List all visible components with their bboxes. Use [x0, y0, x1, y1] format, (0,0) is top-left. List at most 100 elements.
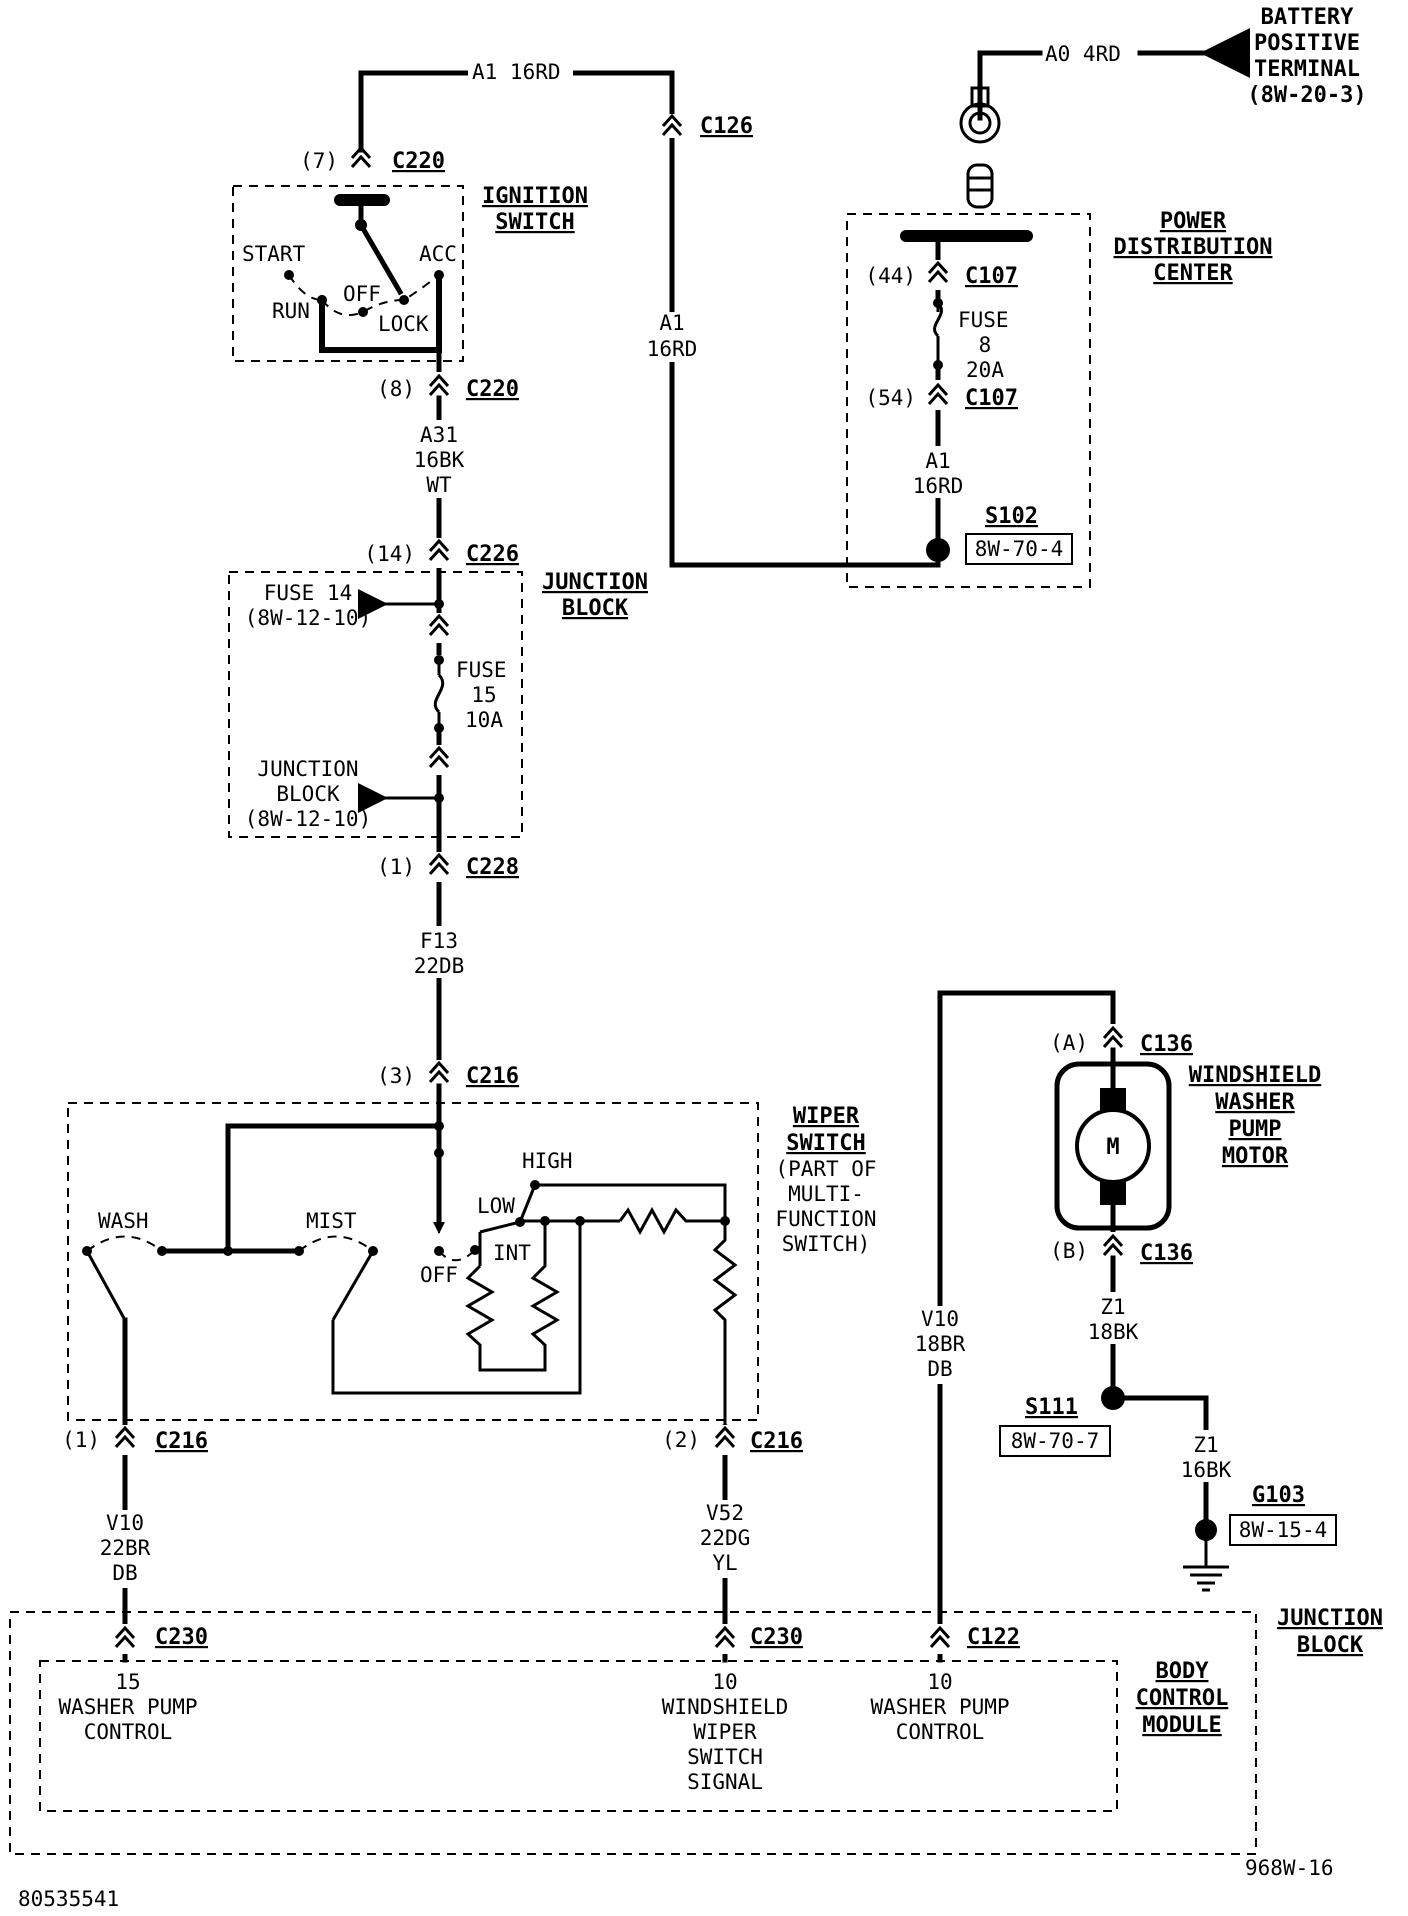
- svg-text:CENTER: CENTER: [1153, 261, 1233, 286]
- svg-text:RUN: RUN: [272, 299, 310, 323]
- battery-feed: A0 4RD BATTERY POSITIVE TERMINAL (8W-20-…: [959, 5, 1367, 209]
- power-distribution-center: (44) C107 FUSE 8 20A (54) C107 A1 16RD S…: [846, 209, 1273, 588]
- svg-text:(8): (8): [377, 377, 415, 401]
- svg-text:TERMINAL: TERMINAL: [1254, 57, 1360, 82]
- svg-text:(44): (44): [865, 264, 916, 288]
- svg-text:IGNITION: IGNITION: [482, 184, 588, 209]
- svg-text:(A): (A): [1050, 1031, 1088, 1055]
- svg-text:A31: A31: [420, 423, 458, 447]
- svg-text:DB: DB: [112, 1561, 137, 1585]
- connector-c230-left: C230: [155, 1625, 208, 1650]
- svg-text:16BK: 16BK: [1181, 1458, 1232, 1482]
- junction-block-fuses: FUSE 14 (8W-12-10) FUSE 15 10A JUNCTION …: [228, 570, 648, 1090]
- fuse-14-label: FUSE 14: [264, 581, 353, 605]
- svg-text:(2): (2): [662, 1428, 700, 1452]
- svg-text:A1: A1: [925, 449, 950, 473]
- svg-text:(3): (3): [377, 1064, 415, 1088]
- svg-text:S111: S111: [1025, 1395, 1078, 1420]
- int-label: INT: [493, 1241, 531, 1265]
- connector-c220-top: C220: [392, 149, 445, 174]
- washer-pump-motor: (A) C136 M (B) C136 WINDSHIELD WASHER PU…: [999, 1024, 1337, 1592]
- svg-text:MULTI-: MULTI-: [788, 1182, 864, 1206]
- svg-text:WASHER PUMP: WASHER PUMP: [870, 1695, 1009, 1719]
- svg-text:(8W-20-3): (8W-20-3): [1247, 83, 1366, 108]
- svg-text:SIGNAL: SIGNAL: [687, 1770, 763, 1794]
- main-feed: A31 16BK WT (14) C226: [364, 395, 519, 1063]
- fuse-8-label: FUSE: [958, 308, 1009, 332]
- svg-text:V10: V10: [106, 1511, 144, 1535]
- svg-text:WT: WT: [426, 473, 452, 497]
- svg-text:OFF: OFF: [343, 282, 381, 306]
- svg-text:LOCK: LOCK: [378, 312, 429, 336]
- svg-text:22DG: 22DG: [700, 1526, 751, 1550]
- wiper-switch: WASH MIST OFF LOW HIGH INT WIPER SWITCH …: [67, 1083, 877, 1430]
- svg-text:8W-70-7: 8W-70-7: [1011, 1429, 1100, 1453]
- svg-text:CONTROL: CONTROL: [896, 1720, 985, 1744]
- off-label: OFF: [420, 1263, 458, 1287]
- wire-v10-right: V10 18BR DB: [910, 990, 1116, 1663]
- body-control-module: C230 C230 C122 15 WASHER PUMP CONTROL 10…: [9, 1606, 1383, 1855]
- svg-text:(54): (54): [865, 386, 916, 410]
- svg-text:WINDSHIELD: WINDSHIELD: [662, 1695, 788, 1719]
- low-label: LOW: [477, 1194, 515, 1218]
- svg-text:YL: YL: [712, 1551, 737, 1575]
- svg-text:CONTROL: CONTROL: [84, 1720, 173, 1744]
- svg-text:F13: F13: [420, 929, 458, 953]
- svg-text:8W-70-4: 8W-70-4: [975, 537, 1064, 561]
- svg-text:A1: A1: [659, 311, 684, 335]
- svg-text:START: START: [242, 242, 306, 266]
- svg-text:Z1: Z1: [1193, 1433, 1218, 1457]
- svg-text:BATTERY: BATTERY: [1261, 5, 1354, 30]
- svg-text:(B): (B): [1050, 1239, 1088, 1263]
- footer-right-code: 968W-16: [1245, 1856, 1334, 1880]
- high-label: HIGH: [522, 1149, 573, 1173]
- connector-c216-left: C216: [155, 1429, 208, 1454]
- svg-text:WIPER: WIPER: [793, 1104, 860, 1129]
- connector-c216-right: C216: [750, 1429, 803, 1454]
- svg-text:8: 8: [979, 333, 992, 357]
- svg-text:MOTOR: MOTOR: [1222, 1144, 1289, 1169]
- svg-text:(14): (14): [364, 542, 415, 566]
- svg-text:M: M: [1106, 1135, 1119, 1160]
- svg-text:PUMP: PUMP: [1229, 1117, 1282, 1142]
- wire-a0-label: A0 4RD: [1045, 42, 1121, 66]
- splice-s102: [926, 538, 950, 562]
- svg-text:16RD: 16RD: [913, 474, 964, 498]
- wire-v52: (2) C216 V52 22DG YL: [662, 1424, 803, 1663]
- svg-text:POWER: POWER: [1160, 209, 1227, 234]
- svg-text:CONTROL: CONTROL: [1136, 1686, 1229, 1711]
- svg-text:MODULE: MODULE: [1142, 1713, 1221, 1738]
- mist-label: MIST: [306, 1209, 357, 1233]
- fuse-15-label: FUSE: [456, 658, 507, 682]
- connector-c216-top: C216: [466, 1064, 519, 1089]
- svg-text:22DB: 22DB: [414, 954, 465, 978]
- svg-text:FUNCTION: FUNCTION: [775, 1207, 876, 1231]
- svg-text:(7): (7): [300, 149, 338, 173]
- connector-c107-top: C107: [965, 264, 1018, 289]
- svg-text:(1): (1): [62, 1428, 100, 1452]
- svg-text:16RD: 16RD: [647, 337, 698, 361]
- svg-text:10A: 10A: [465, 708, 503, 732]
- connector-c136-bottom: C136: [1140, 1241, 1193, 1266]
- svg-text:15: 15: [471, 683, 496, 707]
- svg-text:ACC: ACC: [419, 242, 457, 266]
- wire-a1-top: A1 16RD A1 16RD C126: [358, 60, 938, 568]
- svg-text:20A: 20A: [966, 358, 1004, 382]
- svg-text:16BK: 16BK: [414, 448, 465, 472]
- svg-text:SWITCH): SWITCH): [782, 1232, 871, 1256]
- footer-left-code: 80535541: [18, 1887, 119, 1911]
- svg-text:JUNCTION: JUNCTION: [542, 570, 648, 595]
- svg-text:WIPER: WIPER: [693, 1720, 757, 1744]
- svg-text:DISTRIBUTION: DISTRIBUTION: [1114, 235, 1273, 260]
- wire-a1-label: A1 16RD: [472, 60, 561, 84]
- svg-text:DB: DB: [927, 1357, 952, 1381]
- svg-text:POSITIVE: POSITIVE: [1254, 31, 1360, 56]
- svg-text:SWITCH: SWITCH: [495, 210, 574, 235]
- svg-text:WINDSHIELD: WINDSHIELD: [1189, 1063, 1321, 1088]
- svg-text:V10: V10: [921, 1307, 959, 1331]
- connector-c107-bottom: C107: [965, 386, 1018, 411]
- svg-text:BLOCK: BLOCK: [276, 782, 340, 806]
- svg-text:V52: V52: [706, 1501, 744, 1525]
- wash-label: WASH: [98, 1209, 149, 1233]
